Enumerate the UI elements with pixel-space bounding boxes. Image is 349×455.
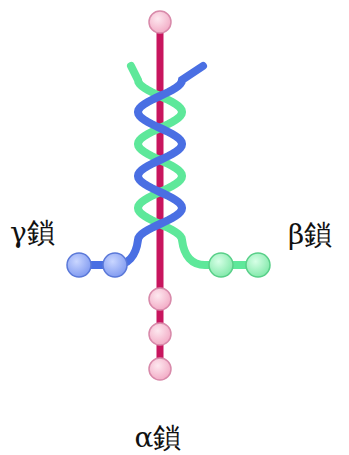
beta-domain (209, 253, 233, 277)
alpha-domain (149, 11, 171, 33)
beta-chain-label: β鎖 (288, 221, 332, 249)
gamma-domain (103, 253, 127, 277)
alpha-chain-label: α鎖 (135, 424, 182, 452)
gamma-domain (67, 253, 91, 277)
alpha-domain (149, 288, 171, 310)
alpha-domain (149, 323, 171, 345)
gamma-chain-label: γ鎖 (10, 219, 55, 247)
gamma-chain (79, 66, 203, 265)
alpha-domain (149, 358, 171, 380)
beta-domain (246, 253, 270, 277)
